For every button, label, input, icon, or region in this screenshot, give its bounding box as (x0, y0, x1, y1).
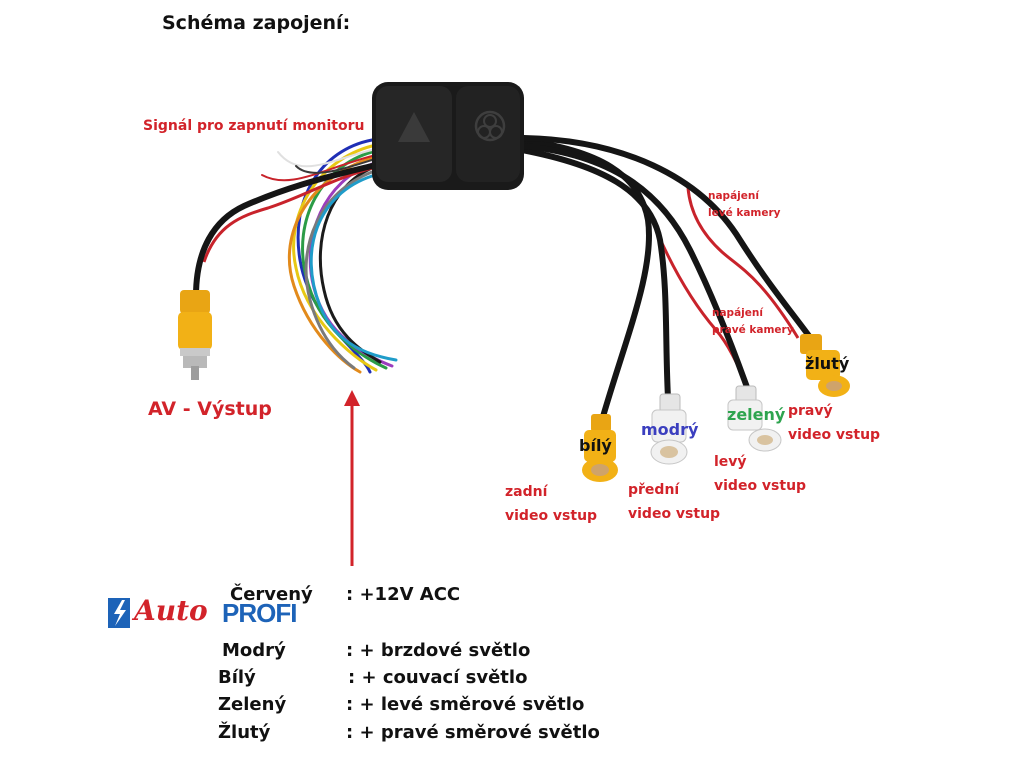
front-input-label: přední video vstup (628, 478, 720, 526)
logo-part-auto: Auto (134, 594, 208, 627)
rear-input-label-line2: video vstup (505, 508, 598, 524)
legend-color-red: Červený (230, 584, 313, 605)
arrow-up-icon (344, 390, 360, 566)
front-input-label-line2: video vstup (628, 506, 721, 522)
rear-input-label-line1: zadní (505, 484, 548, 500)
monitor-signal-wire (202, 166, 373, 263)
left-input-label-line1: levý (714, 454, 747, 470)
left-camera-power-wire (686, 187, 800, 339)
legend-color-blue: Modrý (222, 640, 286, 661)
av-output-cable (193, 163, 375, 299)
av-output-rca-plug (178, 290, 212, 380)
left-camera-power-label-line2: levé kamery (708, 207, 781, 219)
autoprofi-logo: Auto PROFI (106, 594, 306, 632)
front-input-label-line1: přední (628, 482, 680, 498)
tag-green: zelený (727, 405, 786, 424)
right-camera-power-label-line2: pravé kamery (712, 324, 794, 336)
tag-blue: modrý (641, 420, 699, 439)
right-input-label: pravý video vstup (788, 399, 880, 447)
left-camera-power-label: napájení levé kamery (708, 188, 781, 222)
legend-desc-red: : +12V ACC (346, 584, 461, 605)
tag-yellow: žlutý (805, 354, 850, 373)
legend-desc-yellow: : + pravé směrové světlo (346, 722, 600, 743)
rear-input-label: zadní video vstup (505, 480, 597, 528)
rear-input-rca (582, 414, 618, 482)
av-output-label: AV - Výstup (148, 398, 272, 420)
legend-color-yellow: Žlutý (218, 722, 271, 743)
monitor-signal-label: Signál pro zapnutí monitoru (143, 118, 365, 134)
front-input-rca (650, 393, 688, 465)
legend-color-white: Bílý (218, 667, 256, 688)
lightning-icon (108, 598, 130, 628)
left-input-rca (727, 385, 782, 452)
left-input-label-line2: video vstup (714, 478, 807, 494)
legend-desc-green: : + levé směrové světlo (346, 694, 585, 715)
right-input-rca (800, 334, 850, 397)
tag-white: bílý (579, 436, 612, 455)
logo-part-profi: PROFI (222, 598, 297, 628)
right-input-label-line1: pravý (788, 403, 833, 419)
left-input-label: levý video vstup (714, 450, 806, 498)
right-input-label-line2: video vstup (788, 427, 881, 443)
legend-desc-white: : + couvací světlo (348, 667, 528, 688)
diagram-title: Schéma zapojení: (162, 12, 351, 34)
legend-color-green: Zelený (218, 694, 287, 715)
video-cables (517, 135, 815, 423)
legend-desc-blue: : + brzdové světlo (346, 640, 531, 661)
right-camera-power-label-line1: napájení (712, 307, 763, 319)
left-camera-power-label-line1: napájení (708, 190, 759, 202)
control-box (372, 82, 524, 190)
right-camera-power-label: napájení pravé kamery (712, 305, 794, 339)
